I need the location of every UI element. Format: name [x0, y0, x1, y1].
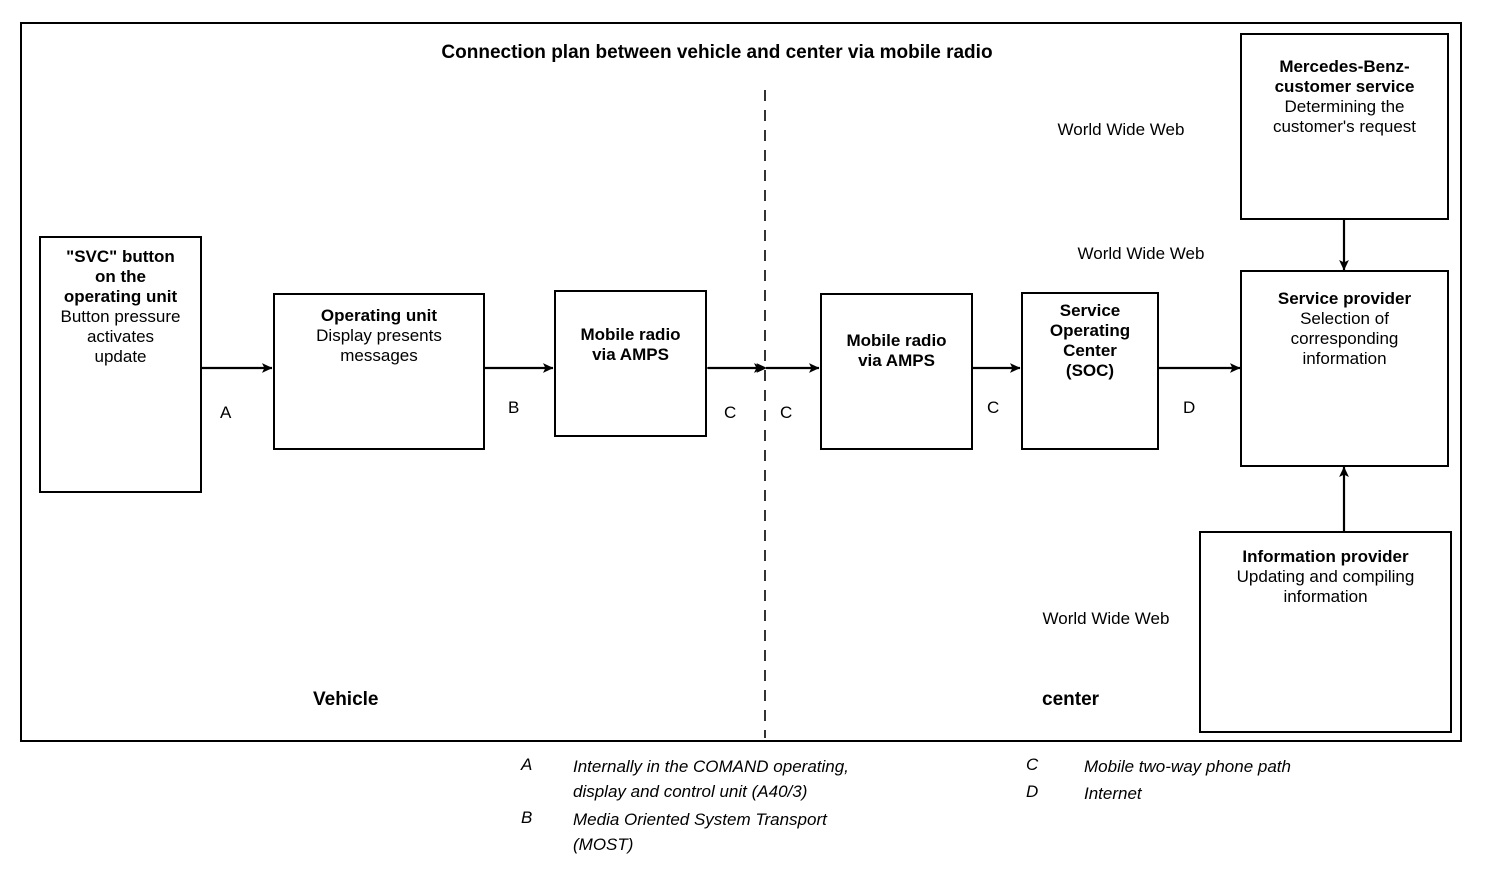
- node-svc-button-body: Button pressure activates update: [60, 307, 181, 367]
- edge-label-c-center: C: [780, 403, 793, 422]
- page-title: Connection plan between vehicle and cent…: [441, 42, 993, 63]
- legend-text-d: Internet: [1084, 784, 1142, 803]
- label-world-wide-web-top: World Wide Web: [1057, 120, 1185, 139]
- legend-text-b: Media Oriented System Transport (MOST): [573, 810, 827, 854]
- node-service-provider[interactable]: Service provider Selection of correspond…: [1240, 270, 1449, 467]
- edge-label-a: A: [220, 403, 232, 422]
- node-information-provider-body: Updating and compiling information: [1236, 567, 1415, 607]
- legend-key-a: A: [521, 755, 533, 774]
- node-mobile-radio-center-heading: Mobile radio via AMPS: [846, 331, 947, 371]
- edge-label-b: B: [508, 398, 520, 417]
- legend-key-b: B: [521, 808, 533, 827]
- node-operating-unit-heading: Operating unit: [320, 306, 438, 325]
- node-information-provider-heading: Information provider: [1242, 547, 1409, 566]
- node-svc-button[interactable]: "SVC" button on the operating unit Butto…: [39, 236, 202, 493]
- label-world-wide-web-bottom: World Wide Web: [1042, 609, 1170, 628]
- node-mobile-radio-center[interactable]: Mobile radio via AMPS: [820, 293, 973, 450]
- label-world-wide-web-middle: World Wide Web: [1077, 244, 1205, 263]
- node-service-operating-center[interactable]: Service Operating Center (SOC): [1021, 292, 1159, 450]
- zone-label-vehicle: Vehicle: [313, 689, 379, 710]
- edge-label-c-soc: C: [987, 398, 1000, 417]
- node-mercedes-benz-customer-service-heading: Mercedes-Benz- customer service: [1274, 57, 1415, 97]
- node-information-provider[interactable]: Information provider Updating and compil…: [1199, 531, 1452, 733]
- node-service-operating-center-heading: Service Operating Center (SOC): [1049, 301, 1131, 381]
- node-operating-unit-body: Display presents messages: [316, 326, 442, 366]
- node-mobile-radio-vehicle[interactable]: Mobile radio via AMPS: [554, 290, 707, 437]
- legend-text-a: Internally in the COMAND operating, disp…: [573, 757, 849, 801]
- node-operating-unit[interactable]: Operating unit Display presents messages: [273, 293, 485, 450]
- node-mobile-radio-vehicle-heading: Mobile radio via AMPS: [580, 325, 681, 365]
- node-mercedes-benz-customer-service-body: Determining the customer's request: [1272, 97, 1417, 137]
- edge-label-d: D: [1183, 398, 1196, 417]
- diagram-frame: [20, 22, 1462, 742]
- node-service-provider-heading: Service provider: [1277, 289, 1412, 308]
- node-service-provider-body: Selection of corresponding information: [1290, 309, 1399, 369]
- node-mercedes-benz-customer-service[interactable]: Mercedes-Benz- customer service Determin…: [1240, 33, 1449, 220]
- zone-label-center: center: [1042, 689, 1100, 710]
- edge-label-c-vehicle: C: [724, 403, 737, 422]
- legend-key-d: D: [1026, 782, 1039, 801]
- node-svc-button-heading: "SVC" button on the operating unit: [63, 247, 178, 307]
- legend-text-c: Mobile two-way phone path: [1084, 757, 1291, 776]
- legend-key-c: C: [1026, 755, 1039, 774]
